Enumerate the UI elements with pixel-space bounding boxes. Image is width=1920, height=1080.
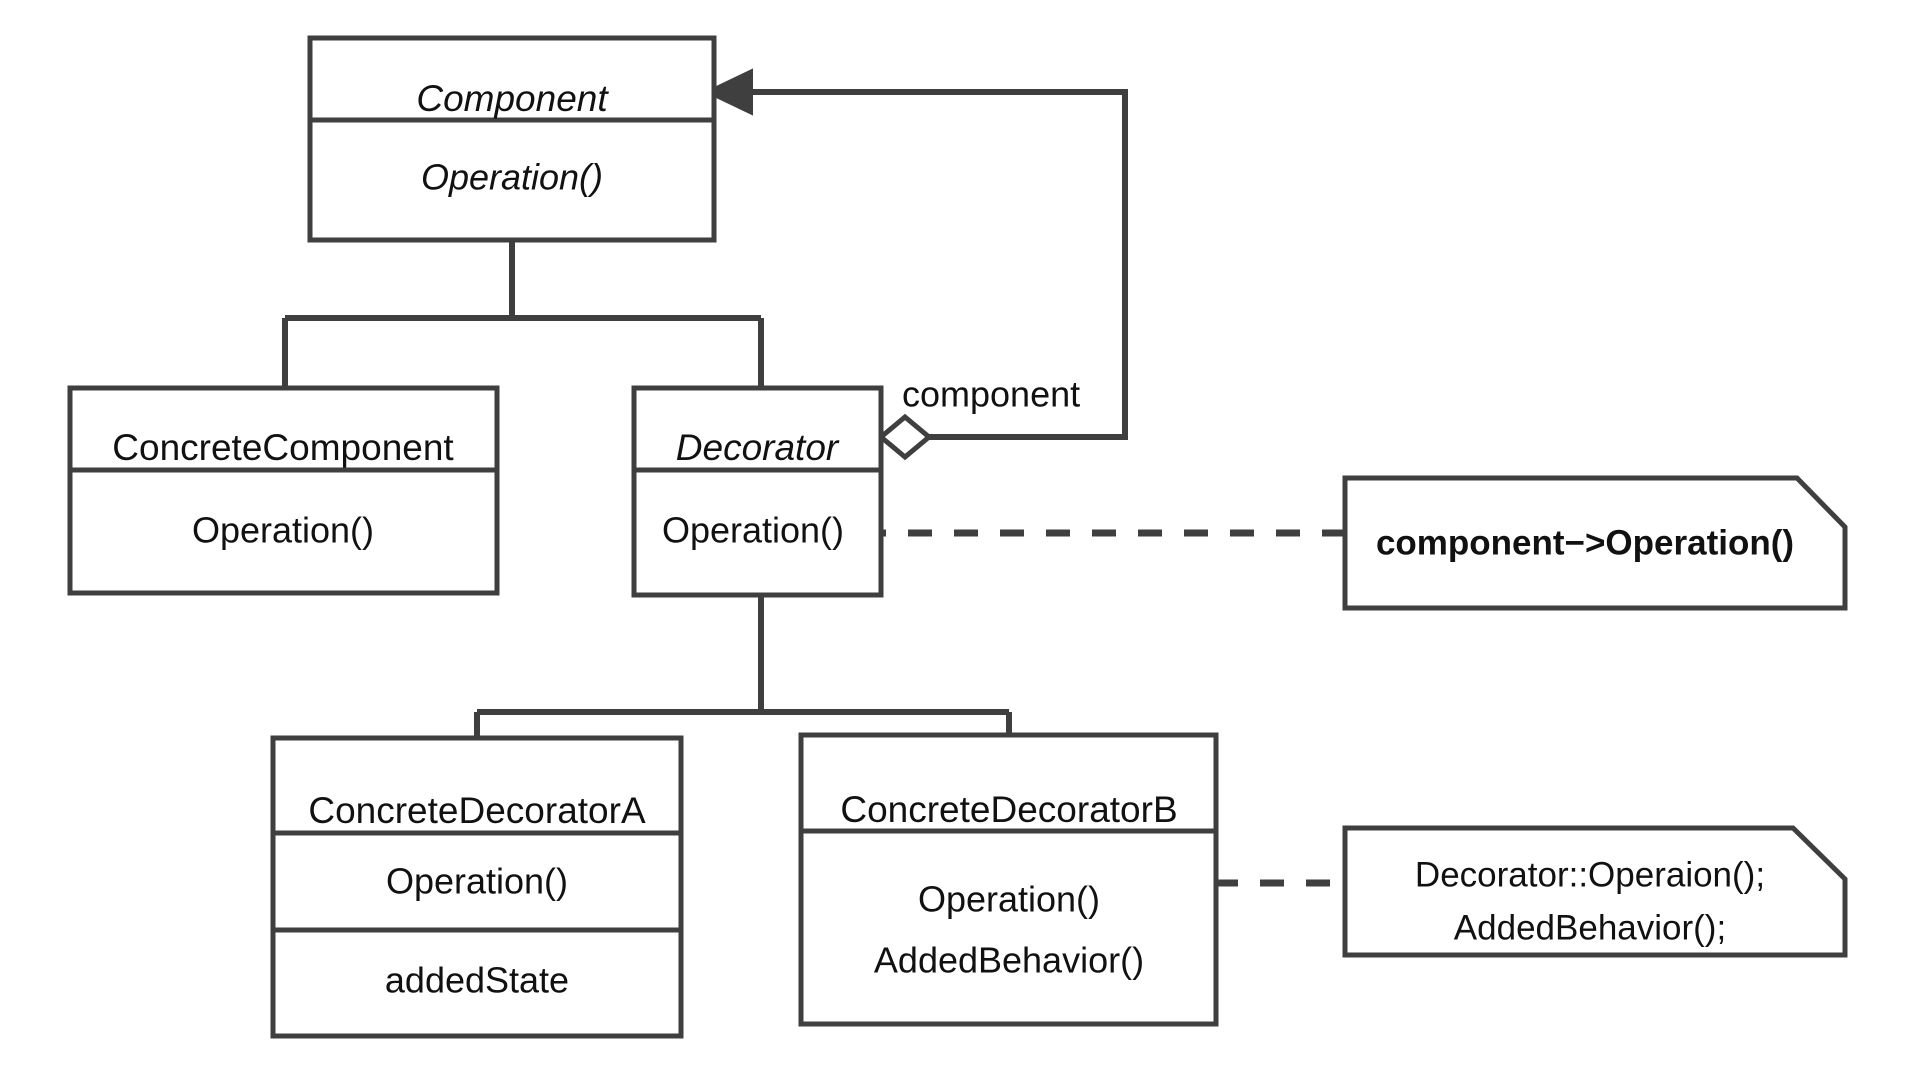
class-concrete-component-name: ConcreteComponent xyxy=(112,427,454,468)
class-component-operation-0: Operation() xyxy=(421,157,603,198)
note-decorator-operation[interactable]: component−>Operation() xyxy=(1342,475,1848,611)
class-concrete-decorator-b[interactable]: ConcreteDecoratorB Operation() AddedBeha… xyxy=(798,732,1219,1027)
generalization-decorator-children xyxy=(474,595,1012,738)
class-concrete-decorator-a-attribute-0: addedState xyxy=(385,960,569,1001)
class-concrete-decorator-b-operation-0: Operation() xyxy=(918,879,1100,920)
note-concrete-decorator-b[interactable]: Decorator::Operaion(); AddedBehavior(); xyxy=(1342,825,1848,958)
class-component[interactable]: Component Operation() xyxy=(307,35,717,243)
class-concrete-decorator-b-name: ConcreteDecoratorB xyxy=(840,789,1177,830)
class-concrete-decorator-a-operation-0: Operation() xyxy=(386,861,568,902)
class-concrete-decorator-a-name: ConcreteDecoratorA xyxy=(308,790,646,831)
note-decorator-operation-line-0: component−>Operation() xyxy=(1376,523,1794,562)
class-decorator-name: Decorator xyxy=(676,427,840,468)
aggregation-role-label: component xyxy=(902,374,1080,415)
class-concrete-component[interactable]: ConcreteComponent Operation() xyxy=(67,385,500,596)
note-link-decorator xyxy=(847,520,1345,546)
class-concrete-decorator-b-operation-1: AddedBehavior() xyxy=(874,940,1144,981)
class-decorator[interactable]: Decorator Operation() xyxy=(631,385,884,598)
class-concrete-component-operation-0: Operation() xyxy=(192,510,374,551)
class-concrete-decorator-a[interactable]: ConcreteDecoratorA Operation() addedStat… xyxy=(270,735,684,1039)
class-decorator-operation-0: Operation() xyxy=(662,510,844,551)
note-concrete-decorator-b-line-1: AddedBehavior(); xyxy=(1454,908,1726,947)
class-component-name: Component xyxy=(416,78,609,119)
aggregation-decorator-component xyxy=(703,68,1128,461)
note-concrete-decorator-b-line-0: Decorator::Operaion(); xyxy=(1415,855,1765,894)
generalization-component-children xyxy=(282,240,764,388)
